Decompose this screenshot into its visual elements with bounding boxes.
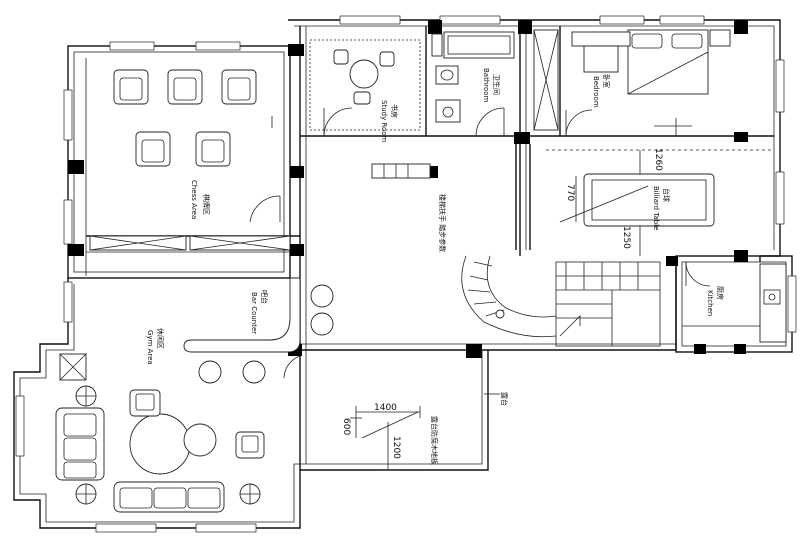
dim-600: 600 xyxy=(341,418,351,435)
dim-1400: 1400 xyxy=(374,403,397,413)
billiard-table xyxy=(546,149,774,256)
label-hall-note: 楼梯扶手 踏步参数 xyxy=(438,194,447,252)
dim-1250: 1250 xyxy=(621,226,631,249)
dim-1260: 1260 xyxy=(653,148,663,171)
label-billiard-en: Billiard Table xyxy=(652,186,660,230)
dim-770: 770 xyxy=(565,184,575,201)
label-bath-en: Bathroom xyxy=(482,68,490,103)
label-bedroom: 卧室 xyxy=(602,74,611,88)
label-living: 休闲区 xyxy=(156,328,165,349)
windows xyxy=(15,15,797,533)
label-chess-area-sub: Chess Area xyxy=(190,180,198,219)
label-study: 书房 xyxy=(390,104,399,118)
label-kitchen: 厨房 xyxy=(716,286,725,300)
label-kitchen-en: Kitchen xyxy=(706,290,714,316)
bar-counter xyxy=(183,277,334,384)
study-furniture xyxy=(309,39,421,131)
label-bar-en: Bar Counter xyxy=(250,292,258,334)
label-chess-area: 棋牌区 xyxy=(202,194,211,215)
label-bar: 吧台 xyxy=(260,290,269,304)
label-bedroom-en: Bedroom xyxy=(592,76,600,108)
bathroom-fixtures xyxy=(431,31,515,123)
label-study-en: Study Room xyxy=(380,100,388,143)
hall-display xyxy=(371,163,431,179)
lounge-chairs xyxy=(113,69,273,167)
label-living-en: Gym Area xyxy=(146,330,154,365)
kitchen-fixtures xyxy=(682,263,787,343)
dim-1200: 1200 xyxy=(391,436,401,459)
bedroom-furniture xyxy=(571,29,731,136)
living-furniture xyxy=(55,385,265,513)
label-terrace-note: 露台防腐木地板 xyxy=(430,416,439,465)
staircase xyxy=(461,144,661,347)
label-bath: 卫生间 xyxy=(492,74,501,95)
dimension-labels: 1400 600 1200 1250 1260 770 xyxy=(341,148,663,459)
doors xyxy=(249,107,711,379)
room-labels: 棋牌区 Chess Area 书房 Study Room 卫生间 Bathroo… xyxy=(146,68,725,465)
terrace-dimensions xyxy=(350,393,500,471)
label-billiard: 台球 xyxy=(662,188,671,202)
built-in-cabinets xyxy=(59,29,559,381)
label-terrace: 露台 xyxy=(500,392,509,406)
